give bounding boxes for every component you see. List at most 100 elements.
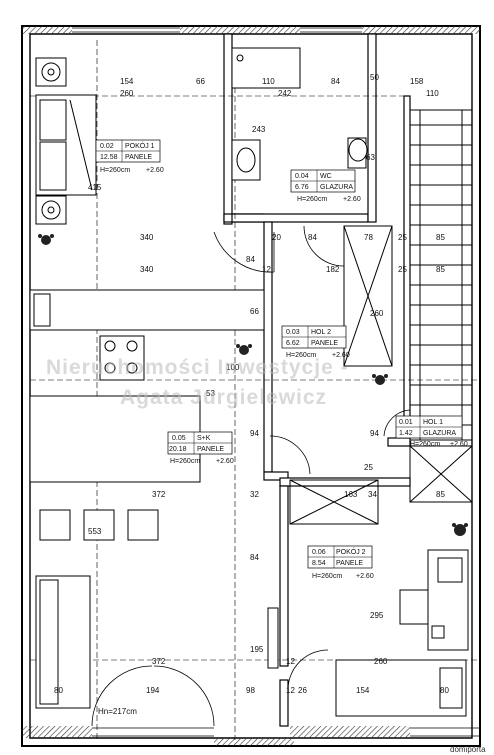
dim-25c: 25 bbox=[364, 463, 373, 472]
dim-163: 163 bbox=[344, 490, 358, 499]
dim-84a: 84 bbox=[308, 233, 317, 242]
room-name: HOL 1 bbox=[423, 419, 443, 426]
dim-372a: 372 bbox=[152, 490, 166, 499]
room-label-wc: 0.04 WC 6.76 GLAZURA H=260cm +2.60 bbox=[290, 169, 361, 203]
dim-372b: 372 bbox=[152, 657, 166, 666]
dimension-labels: 154 66 110 84 158 260 242 110 50 243 415… bbox=[54, 73, 449, 716]
staircase bbox=[409, 109, 473, 441]
room-level: +2.60 bbox=[216, 458, 234, 465]
room-label-pokoj2: 0.06 POKÓJ 2 8.54 PANELE H=260cm +2.60 bbox=[307, 545, 374, 580]
dim-154: 154 bbox=[120, 77, 134, 86]
dim-66v: 66 bbox=[250, 307, 259, 316]
room-level: +2.60 bbox=[356, 573, 374, 580]
room-area: 6.76 bbox=[295, 184, 309, 191]
room-label-sk: 0.05 S+K 20.18 PANELE H=260cm +2.60 bbox=[167, 431, 234, 465]
room-label-hol2: 0.03 HOL 2 6.62 PANELE H=260cm +2.60 bbox=[281, 325, 350, 359]
dim-260: 260 bbox=[120, 89, 134, 98]
dim-85a: 85 bbox=[436, 233, 445, 242]
room-level: +2.60 bbox=[146, 167, 164, 174]
speaker-icon bbox=[35, 57, 67, 225]
room-label-hol1: 0.01 HOL 1 1.42 GLAZURA H=260cm +2.60 bbox=[395, 415, 468, 448]
dim-78: 78 bbox=[364, 233, 373, 242]
dim-84c: 84 bbox=[250, 553, 259, 562]
room-level: +2.60 bbox=[332, 352, 350, 359]
room-code: 0.03 bbox=[286, 329, 300, 336]
room-floor: PANELE bbox=[311, 340, 338, 347]
room-level: +2.60 bbox=[343, 196, 361, 203]
dim-182: 182 bbox=[326, 265, 340, 274]
dim-415: 415 bbox=[88, 183, 102, 192]
room-area: 12.58 bbox=[100, 154, 118, 161]
room-name: POKÓJ 2 bbox=[336, 547, 366, 556]
dim-154b: 154 bbox=[356, 686, 370, 695]
room-floor: PANELE bbox=[336, 560, 363, 567]
dim-25a: 25 bbox=[398, 233, 407, 242]
room-floor: GLAZURA bbox=[320, 184, 353, 191]
dim-32: 32 bbox=[250, 490, 259, 499]
room-code: 0.01 bbox=[399, 419, 413, 426]
dim-94a: 94 bbox=[250, 429, 259, 438]
dim-84b: 84 bbox=[246, 255, 255, 264]
plant-icon bbox=[38, 234, 468, 536]
door-height: Hn=217cm bbox=[98, 707, 137, 716]
dim-110b: 110 bbox=[426, 89, 439, 98]
dim-53: 53 bbox=[206, 389, 215, 398]
room-height: H=260cm bbox=[312, 573, 342, 580]
room-area: 1.42 bbox=[399, 430, 413, 437]
room-floor: PANELE bbox=[125, 154, 152, 161]
dim-98: 98 bbox=[246, 686, 255, 695]
room-name: S+K bbox=[197, 435, 211, 442]
dim-110: 110 bbox=[262, 77, 275, 86]
room-name: POKÓJ 1 bbox=[125, 141, 155, 150]
room-height: H=260cm bbox=[170, 458, 200, 465]
dim-12c: 12 bbox=[286, 657, 295, 666]
room-name: HOL 2 bbox=[311, 329, 331, 336]
dim-243: 243 bbox=[252, 125, 266, 134]
room-code: 0.02 bbox=[100, 143, 114, 150]
dim-260v: 260 bbox=[370, 309, 384, 318]
dim-80b: 80 bbox=[440, 686, 449, 695]
room-area: 20.18 bbox=[169, 446, 187, 453]
wc-fixtures bbox=[231, 47, 368, 181]
dim-85b: 85 bbox=[436, 265, 445, 274]
dim-260b: 260 bbox=[374, 657, 388, 666]
dim-242: 242 bbox=[278, 89, 292, 98]
doors bbox=[91, 225, 411, 727]
room-height: H=260cm bbox=[286, 352, 316, 359]
room-code: 0.04 bbox=[295, 173, 309, 180]
dim-63: 63 bbox=[366, 153, 375, 162]
dim-20: 20 bbox=[272, 233, 281, 242]
watermark-line1: Nieruchomości Inwestycje - bbox=[46, 356, 349, 379]
windows bbox=[72, 27, 480, 737]
wall-hatching bbox=[22, 26, 480, 746]
room-height: H=260cm bbox=[297, 196, 327, 203]
dim-12d: 12 bbox=[286, 686, 295, 695]
dim-340a: 340 bbox=[140, 233, 154, 242]
dim-295: 295 bbox=[370, 611, 384, 620]
footer-brand: domiporta bbox=[450, 745, 486, 754]
room-floor: GLAZURA bbox=[423, 430, 456, 437]
room-height: H=260cm bbox=[410, 441, 440, 448]
dim-100: 100 bbox=[226, 363, 240, 372]
room-code: 0.05 bbox=[172, 435, 186, 442]
dim-80a: 80 bbox=[54, 686, 63, 695]
dim-25b: 25 bbox=[398, 265, 407, 274]
dim-94b: 94 bbox=[370, 429, 379, 438]
room-height: H=260cm bbox=[100, 167, 130, 174]
desk-room2 bbox=[267, 549, 469, 717]
dining-set bbox=[35, 509, 159, 709]
room-name: WC bbox=[320, 173, 332, 180]
dim-34: 34 bbox=[368, 490, 377, 499]
dim-158: 158 bbox=[410, 77, 424, 86]
dim-66: 66 bbox=[196, 77, 205, 86]
dim-195: 195 bbox=[250, 645, 264, 654]
watermark-line2: Agata Jurgielewicz bbox=[120, 386, 327, 409]
sofa-bed-room1 bbox=[35, 94, 97, 196]
dim-84: 84 bbox=[331, 77, 340, 86]
dim-12a: 12 bbox=[262, 265, 271, 274]
room-level: +2.60 bbox=[450, 441, 468, 448]
closets bbox=[289, 225, 473, 525]
room-area: 6.62 bbox=[286, 340, 300, 347]
room-area: 8.54 bbox=[312, 560, 326, 567]
